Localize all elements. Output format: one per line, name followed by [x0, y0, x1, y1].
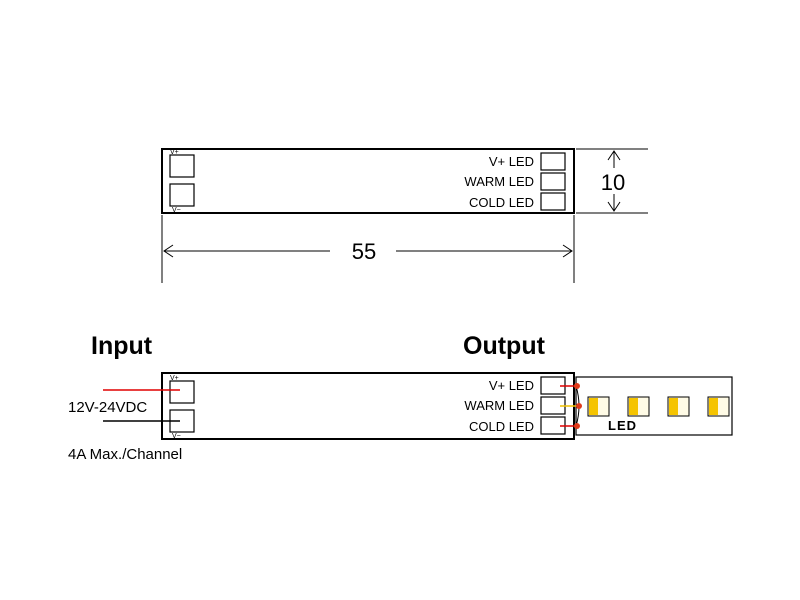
top-out-pad-2: [540, 172, 566, 191]
vplus-solder-dot: [574, 383, 580, 389]
top-vplus-label: V+: [170, 149, 179, 156]
output-heading: Output: [463, 332, 546, 360]
bottom-output-label-1: V+ LED: [489, 378, 534, 393]
length-dimension-label: 55: [352, 239, 376, 264]
top-board: V+ V− V+ LED WARM LED COLD LED: [161, 148, 575, 214]
bottom-vplus-pad: [169, 380, 195, 404]
top-out-pad-3: [540, 192, 566, 211]
height-dimension: [576, 148, 648, 214]
led-chip-4: [707, 396, 730, 417]
cold-solder-dot: [574, 423, 580, 429]
bottom-vplus-label: V+: [170, 375, 179, 382]
input-voltage-label: 12V-24VDC: [68, 399, 147, 416]
bottom-vminus-label: V−: [172, 433, 181, 440]
height-dimension-label: 10: [601, 170, 625, 195]
top-board-outline: [161, 148, 575, 214]
current-rating-label: 4A Max./Channel: [68, 446, 182, 463]
top-output-label-3: COLD LED: [469, 195, 534, 210]
bottom-board-outline: [161, 372, 575, 440]
led-chip-3: [667, 396, 690, 417]
led-strip: LED: [575, 376, 733, 436]
bottom-output-label-2: WARM LED: [464, 398, 534, 413]
top-vminus-label: V−: [172, 207, 181, 214]
top-vminus-pad: [169, 183, 195, 207]
top-out-pad-1: [540, 152, 566, 171]
led-chip-2: [627, 396, 650, 417]
bottom-board: V+ V− V+ LED WARM LED COLD LED: [161, 372, 575, 440]
top-vplus-pad: [169, 154, 195, 178]
warm-solder-dot: [576, 403, 582, 409]
input-heading: Input: [91, 332, 153, 360]
top-output-label-1: V+ LED: [489, 154, 534, 169]
top-output-label-2: WARM LED: [464, 174, 534, 189]
led-strip-label: LED: [608, 418, 637, 433]
led-chip-1: [587, 396, 610, 417]
bottom-output-label-3: COLD LED: [469, 419, 534, 434]
